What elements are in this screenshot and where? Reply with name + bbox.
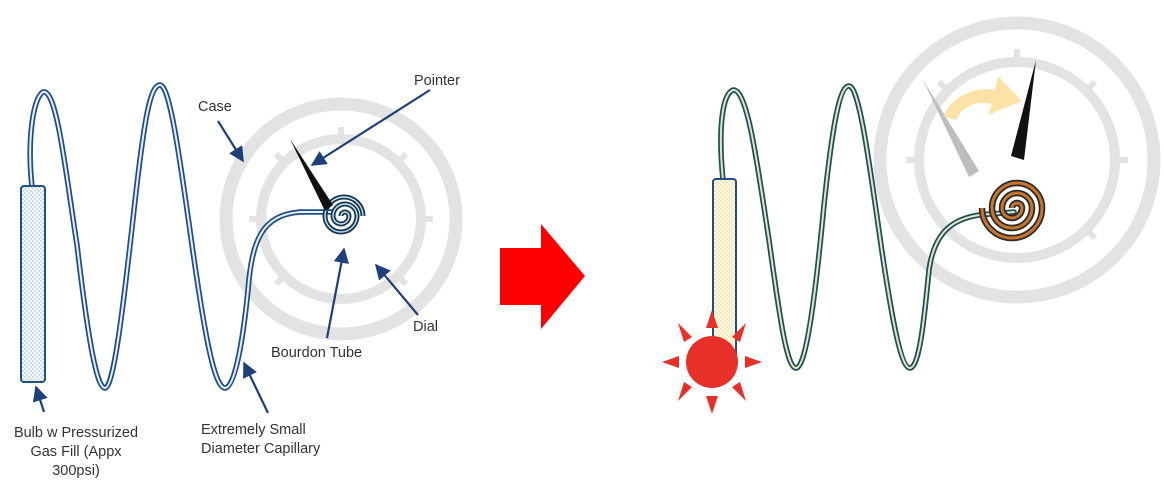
bulb-arrow	[32, 385, 48, 413]
label-arrows	[32, 89, 431, 414]
bourdon-arrow	[325, 247, 349, 339]
bulb-label-line-2: Gas Fill (Appx	[30, 444, 122, 460]
capillary-label-line-2: Diameter Capillary	[201, 441, 321, 457]
right-gauge-dial	[873, 16, 1161, 304]
bourdon-tube-label: Bourdon Tube	[271, 345, 363, 361]
left-gauge-dial	[219, 97, 463, 341]
case-arrow	[217, 120, 244, 163]
capillary-label-line-1: Extremely Small	[201, 422, 306, 438]
left-bulb	[20, 185, 46, 383]
capillary-label: Extremely Small Diameter Capillary	[201, 421, 320, 459]
left-pointer-needle-icon	[290, 139, 333, 211]
bulb-label: Bulb w Pressurized Gas Fill (Appx 300psi…	[0, 424, 152, 481]
dial-label: Dial	[413, 319, 438, 335]
motion-curved-arrow-icon	[943, 76, 1022, 120]
right-capillary-tube	[718, 83, 1017, 371]
right-pointer-needle-icon	[1011, 60, 1036, 160]
right-bulb	[712, 178, 737, 362]
case-label: Case	[198, 99, 232, 115]
previous-pointer-ghost-icon	[923, 80, 979, 177]
sun-icon	[662, 310, 762, 414]
bulb-label-line-1: Bulb w Pressurized	[13, 425, 139, 441]
pointer-arrow	[310, 89, 431, 166]
bulb-label-line-3: 300psi)	[52, 463, 100, 479]
right-arrow-icon	[500, 224, 585, 329]
pointer-label: Pointer	[414, 73, 460, 89]
capillary-arrow	[243, 361, 269, 414]
dial-arrow	[375, 263, 419, 316]
left-dial-ticks	[249, 127, 433, 287]
